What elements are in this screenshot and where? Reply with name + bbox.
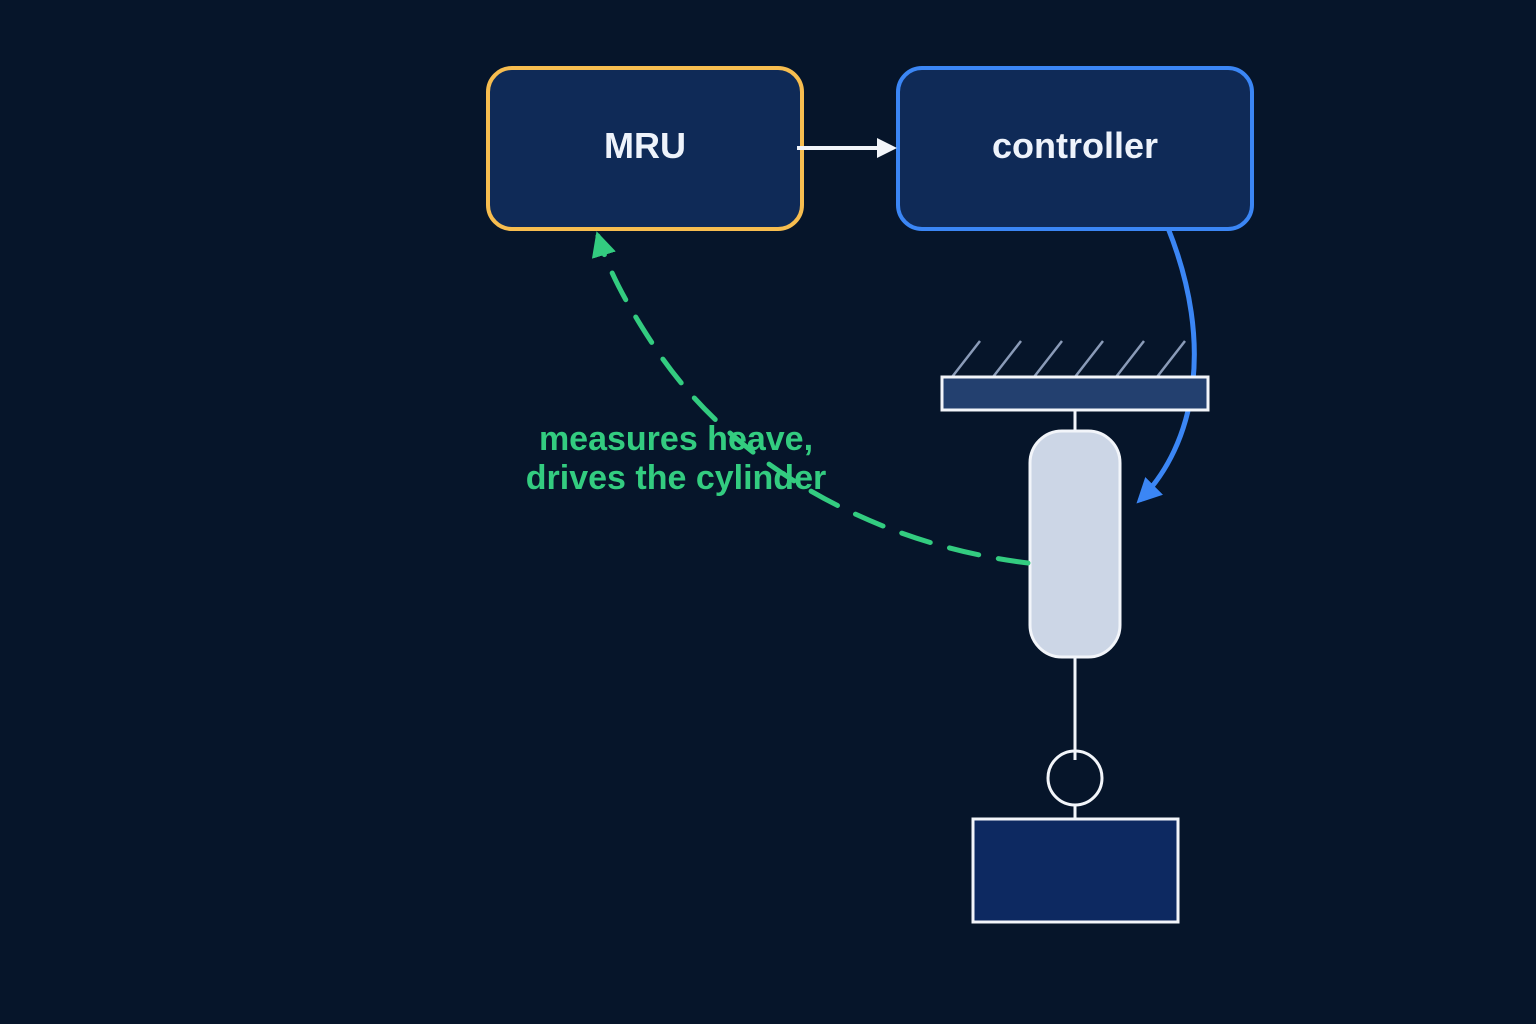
- feedback-caption-line-2: drives the cylinder: [526, 459, 826, 497]
- controller-label: controller: [992, 125, 1158, 166]
- feedback-caption-line-1: measures heave,: [539, 420, 813, 458]
- feedback-caption: measures heave, drives the cylinder: [526, 420, 826, 497]
- support-beam: [940, 375, 1210, 412]
- feedback-arrow: [591, 231, 1031, 566]
- mru-label: MRU: [604, 125, 686, 166]
- controller-node: controller: [896, 66, 1254, 231]
- hydraulic-cylinder: [1028, 429, 1122, 659]
- controller-box: [896, 66, 1254, 231]
- fixed-support: [940, 340, 1210, 412]
- mru-node: MRU: [486, 66, 804, 231]
- suspended-payload: [971, 817, 1180, 924]
- support-hatching: [951, 340, 1186, 378]
